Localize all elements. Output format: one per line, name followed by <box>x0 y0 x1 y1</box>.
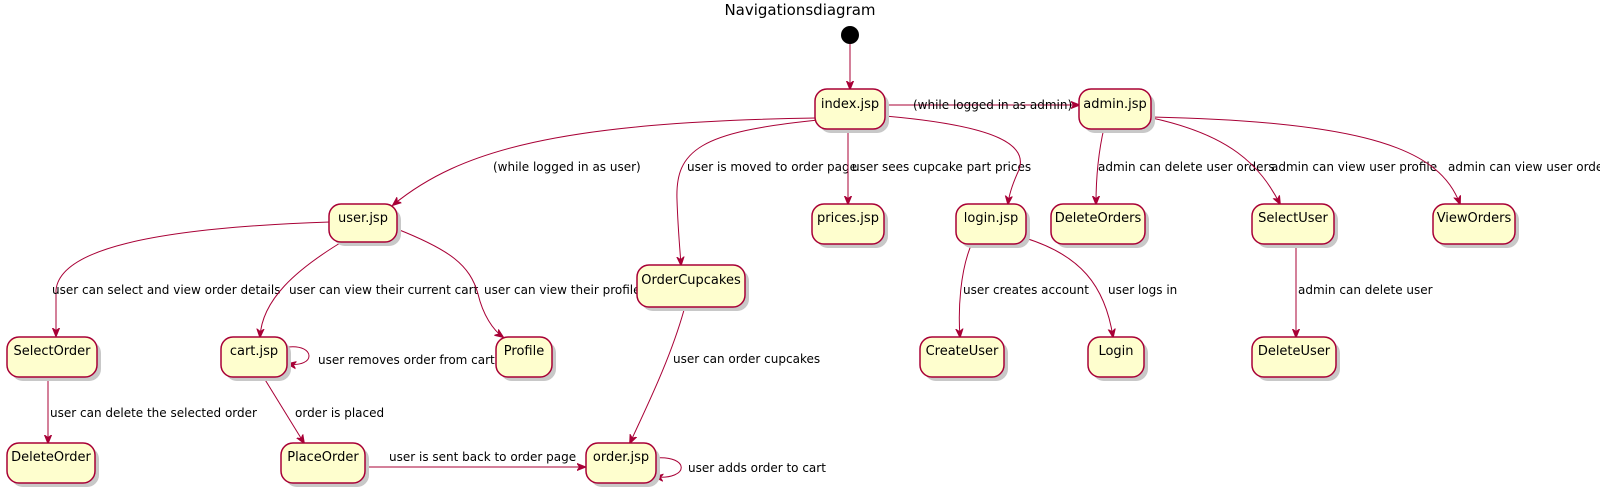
svg-text:SelectUser: SelectUser <box>1258 211 1328 226</box>
edge-order-self <box>655 457 682 478</box>
svg-text:CreateUser: CreateUser <box>926 344 999 359</box>
node-select-order: SelectOrder <box>6 336 101 381</box>
svg-text:user.jsp: user.jsp <box>338 211 388 226</box>
svg-text:index.jsp: index.jsp <box>821 97 879 112</box>
edge-label-loginjsp-login: user logs in <box>1108 283 1177 297</box>
svg-text:DeleteOrder: DeleteOrder <box>11 450 91 465</box>
edge-cart-self <box>288 346 310 365</box>
svg-text:ViewOrders: ViewOrders <box>1437 211 1512 226</box>
svg-text:Login: Login <box>1098 344 1133 359</box>
edge-label-placeorder-order: user is sent back to order page <box>389 450 576 464</box>
svg-text:PlaceOrder: PlaceOrder <box>287 450 359 465</box>
edge-index-loginjsp <box>884 115 1021 204</box>
edge-label-index-admin: (while logged in as admin) <box>913 98 1072 112</box>
node-user-jsp: user.jsp <box>328 203 401 246</box>
edge-admin-vieworders <box>1151 116 1460 204</box>
edge-label-user-selectorder: user can select and view order details <box>52 283 280 297</box>
svg-text:DeleteUser: DeleteUser <box>1258 344 1331 359</box>
svg-text:DeleteOrders: DeleteOrders <box>1055 211 1142 226</box>
edge-label-admin-deleteorders: admin can delete user orders <box>1098 160 1275 174</box>
edge-label-user-cart: user can view their current cart <box>289 283 479 297</box>
svg-text:cart.jsp: cart.jsp <box>230 344 278 359</box>
node-admin-jsp: admin.jsp <box>1078 88 1155 133</box>
node-create-user: CreateUser <box>919 336 1008 381</box>
node-delete-order: DeleteOrder <box>6 442 99 487</box>
edge-label-order-self: user adds order to cart <box>688 461 826 475</box>
node-index-jsp: index.jsp <box>814 88 889 133</box>
edge-index-ordercupcakes <box>677 119 819 265</box>
node-profile: Profile <box>495 336 556 381</box>
svg-text:order.jsp: order.jsp <box>593 450 649 465</box>
svg-text:OrderCupcakes: OrderCupcakes <box>641 273 741 288</box>
edge-label-selectuser-deleteuser: admin can delete user <box>1298 283 1433 297</box>
node-login-jsp: login.jsp <box>955 203 1030 248</box>
edges: (while logged in as admin) (while logged… <box>48 44 1600 477</box>
svg-text:SelectOrder: SelectOrder <box>13 344 91 359</box>
node-login: Login <box>1087 336 1148 381</box>
edge-label-index-ordercupcakes: user is moved to order page <box>687 160 857 174</box>
nodes: index.jsp admin.jsp user.jsp OrderCupcak… <box>6 88 1519 487</box>
node-delete-user: DeleteUser <box>1251 336 1340 381</box>
edge-user-profile <box>396 228 503 337</box>
edge-cart-placeorder <box>263 377 304 443</box>
edge-label-ordercupcakes-order: user can order cupcakes <box>673 352 820 366</box>
edge-admin-selectuser <box>1151 117 1280 204</box>
svg-text:login.jsp: login.jsp <box>964 211 1018 226</box>
node-place-order: PlaceOrder <box>280 442 369 487</box>
node-order-jsp: order.jsp <box>585 442 660 487</box>
edge-label-cart-self: user removes order from cart <box>318 353 495 367</box>
svg-text:prices.jsp: prices.jsp <box>817 211 879 226</box>
edge-loginjsp-login <box>1024 237 1113 337</box>
edge-label-loginjsp-createuser: user creates account <box>963 283 1089 297</box>
svg-text:admin.jsp: admin.jsp <box>1083 97 1147 112</box>
node-view-orders: ViewOrders <box>1432 203 1519 248</box>
diagram-title: Navigationsdiagram <box>724 1 875 19</box>
start-node <box>841 26 859 44</box>
edge-label-index-user: (while logged in as user) <box>493 160 641 174</box>
edge-label-index-prices: user sees cupcake part prices <box>852 160 1031 174</box>
node-order-cupcakes: OrderCupcakes <box>636 264 749 311</box>
edge-user-cart <box>260 239 346 337</box>
node-delete-orders: DeleteOrders <box>1050 203 1149 248</box>
node-select-user: SelectUser <box>1251 203 1338 248</box>
edge-label-admin-selectuser: admin can view user profile <box>1271 160 1437 174</box>
edge-label-user-profile: user can view their profile <box>484 283 641 297</box>
edge-label-selectorder-deleteorder: user can delete the selected order <box>50 406 257 420</box>
node-cart-jsp: cart.jsp <box>220 336 291 381</box>
edge-label-admin-vieworders: admin can view user orders <box>1448 160 1600 174</box>
edge-loginjsp-createuser <box>959 242 973 337</box>
edge-index-user <box>393 117 817 205</box>
edge-user-selectorder <box>56 221 331 336</box>
edge-ordercupcakes-order <box>630 309 685 443</box>
edge-label-cart-placeorder: order is placed <box>295 406 384 420</box>
node-prices-jsp: prices.jsp <box>811 203 888 248</box>
svg-text:Profile: Profile <box>504 344 544 359</box>
